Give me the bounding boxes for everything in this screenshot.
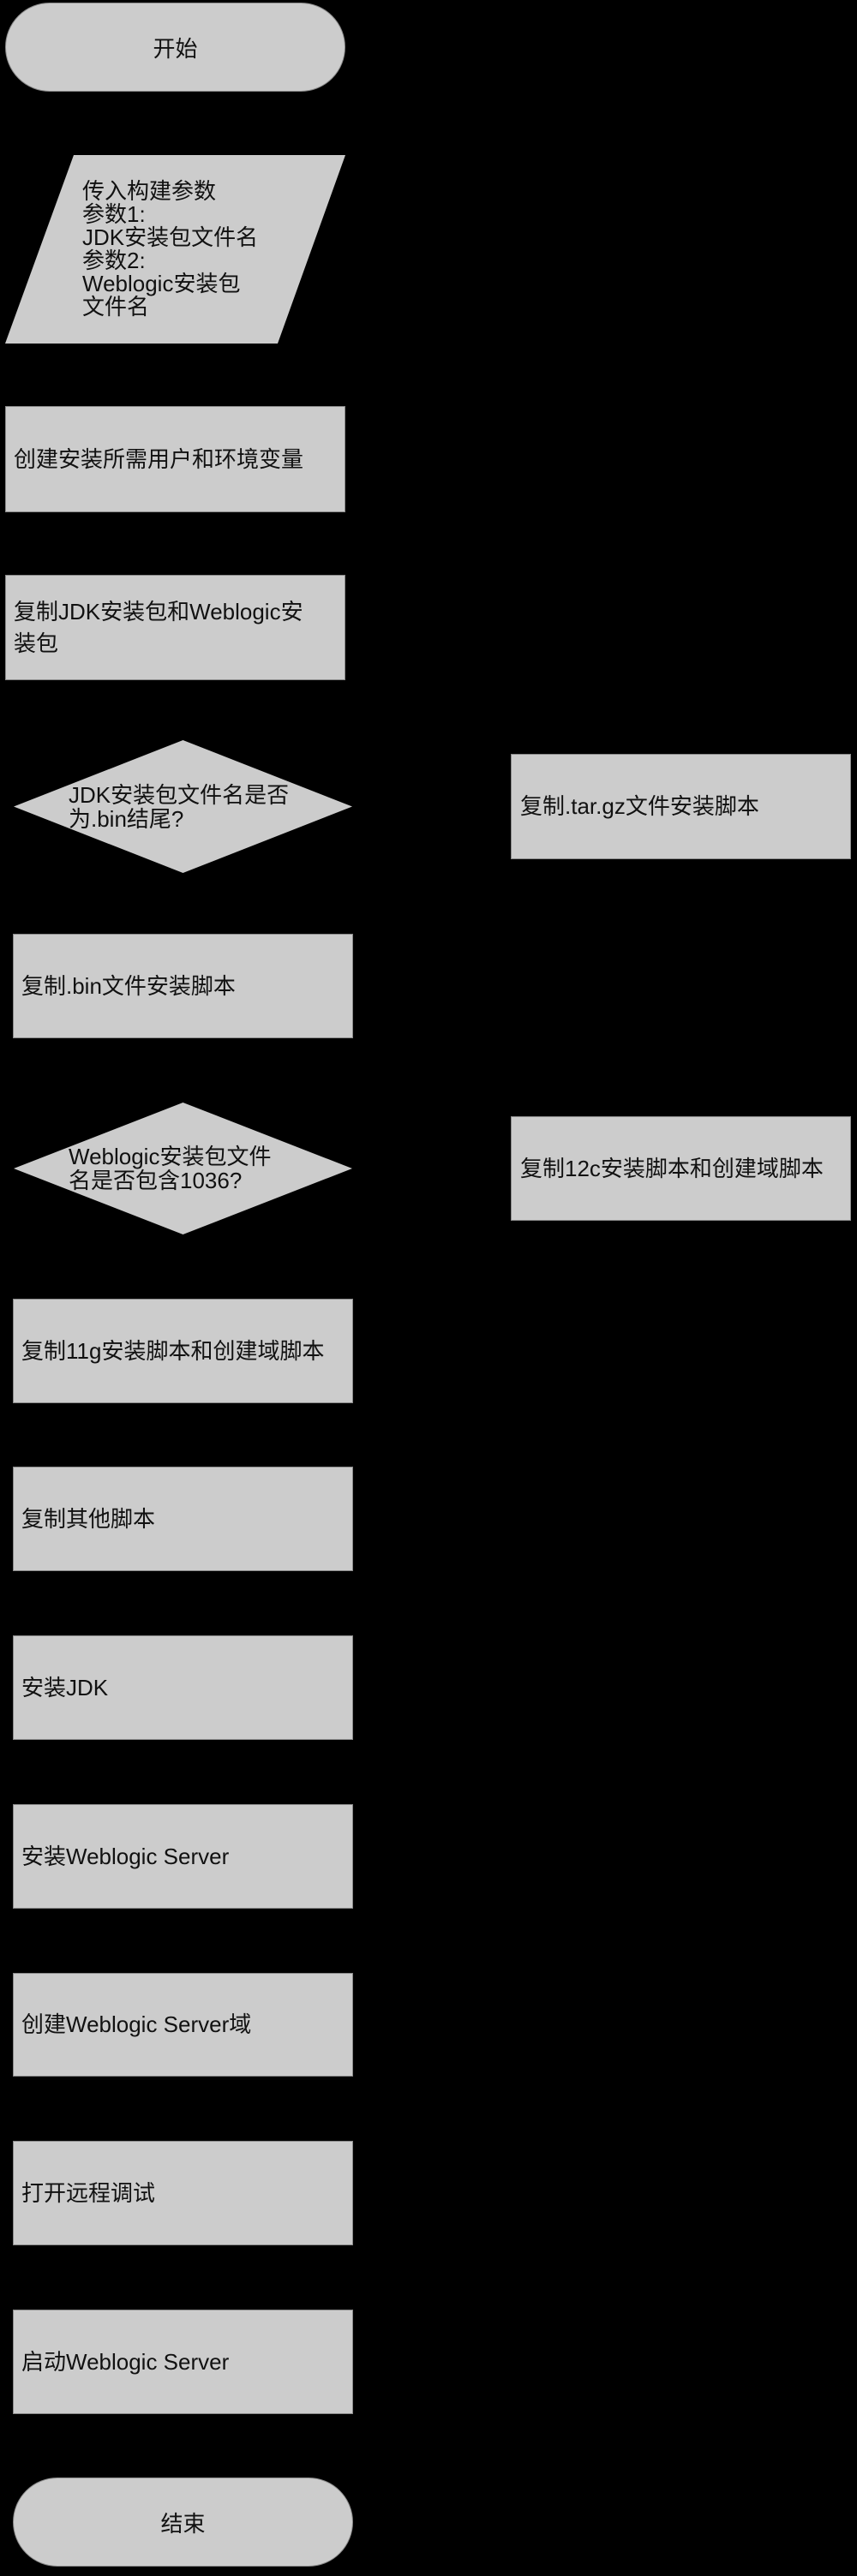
- input-line: 参数1:: [82, 201, 146, 227]
- step-copy-other-scripts: 复制其他脚本: [13, 1467, 353, 1571]
- start-label: 开始: [153, 35, 198, 62]
- decision-line: 名是否包含1036?: [69, 1168, 243, 1193]
- step-start-weblogic: 启动Weblogic Server: [13, 2310, 353, 2414]
- step-copy-packages: 复制JDK安装包和Weblogic安 装包: [5, 575, 345, 680]
- step-label: 创建安装所需用户和环境变量: [14, 445, 304, 472]
- step-copy-11g-scripts: 复制11g安装脚本和创建域脚本: [13, 1299, 353, 1403]
- step-label: 复制.bin文件安装脚本: [21, 972, 236, 999]
- decision-line: Weblogic安装包文件: [69, 1144, 272, 1169]
- step-create-user-env: 创建安装所需用户和环境变量: [5, 406, 345, 512]
- decision-text: JDK安装包文件名是否 为.bin结尾?: [69, 740, 289, 873]
- end-label: 结束: [160, 2510, 206, 2537]
- input-line: 文件名: [82, 294, 150, 320]
- decision-line: 为.bin结尾?: [69, 805, 184, 832]
- step-enable-remote-debug: 打开远程调试: [13, 2141, 353, 2245]
- step-label: 安装Weblogic Server: [21, 1843, 230, 1869]
- start-terminator: 开始: [5, 3, 345, 92]
- input-parameters-text: 传入构建参数 参数1: JDK安装包文件名 参数2: Weblogic安装包 文…: [82, 155, 258, 344]
- step-copy-targz-script: 复制.tar.gz文件安装脚本: [511, 754, 851, 859]
- input-line: JDK安装包文件名: [82, 224, 259, 250]
- step-label: 创建Weblogic Server域: [21, 2011, 252, 2038]
- step-label-line: 复制JDK安装包和Weblogic安: [14, 598, 303, 625]
- step-label: 复制其他脚本: [21, 1505, 156, 1532]
- step-install-weblogic: 安装Weblogic Server: [13, 1804, 353, 1909]
- input-line: Weblogic安装包: [82, 271, 241, 296]
- step-label: 复制12c安装脚本和创建域脚本: [520, 1155, 824, 1181]
- input-line: 参数2:: [82, 248, 146, 273]
- step-copy-bin-script: 复制.bin文件安装脚本: [13, 934, 353, 1038]
- step-install-jdk: 安装JDK: [13, 1635, 353, 1740]
- step-label: 打开远程调试: [21, 2179, 156, 2206]
- input-line: 传入构建参数: [82, 178, 217, 204]
- decision-jdk-bin: JDK安装包文件名是否 为.bin结尾?: [14, 740, 352, 873]
- step-label: 复制JDK安装包和Weblogic安 装包: [14, 596, 303, 660]
- end-terminator: 结束: [13, 2477, 353, 2567]
- step-copy-12c-scripts: 复制12c安装脚本和创建域脚本: [511, 1116, 851, 1221]
- step-label: 复制11g安装脚本和创建域脚本: [21, 1337, 325, 1364]
- decision-line: JDK安装包文件名是否: [69, 781, 290, 808]
- step-label: 复制.tar.gz文件安装脚本: [520, 793, 759, 820]
- step-label: 启动Weblogic Server: [21, 2348, 230, 2375]
- input-parameters-node: 传入构建参数 参数1: JDK安装包文件名 参数2: Weblogic安装包 文…: [5, 155, 345, 344]
- decision-text: Weblogic安装包文件 名是否包含1036?: [69, 1103, 271, 1234]
- step-label: 安装JDK: [21, 1674, 109, 1700]
- decision-weblogic-1036: Weblogic安装包文件 名是否包含1036?: [14, 1103, 352, 1234]
- step-label-line: 装包: [14, 630, 59, 656]
- step-create-domain: 创建Weblogic Server域: [13, 1973, 353, 2077]
